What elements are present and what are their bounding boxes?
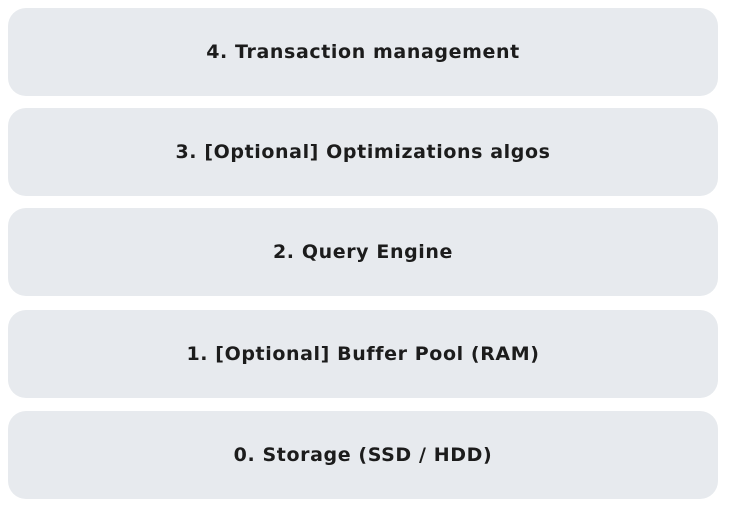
layer-label: 4. Transaction management: [206, 40, 520, 63]
layer-card-query-engine[interactable]: 2. Query Engine: [8, 208, 718, 296]
layer-card-transaction-management[interactable]: 4. Transaction management: [8, 8, 718, 96]
layer-label: 3. [Optional] Optimizations algos: [175, 140, 551, 163]
layer-card-optimizations-algos[interactable]: 3. [Optional] Optimizations algos: [8, 108, 718, 196]
layer-card-storage[interactable]: 0. Storage (SSD / HDD): [8, 411, 718, 499]
layer-label: 2. Query Engine: [272, 240, 454, 263]
layer-label: 1. [Optional] Buffer Pool (RAM): [186, 342, 540, 365]
layer-label: 0. Storage (SSD / HDD): [233, 443, 493, 466]
layer-card-buffer-pool[interactable]: 1. [Optional] Buffer Pool (RAM): [8, 310, 718, 398]
